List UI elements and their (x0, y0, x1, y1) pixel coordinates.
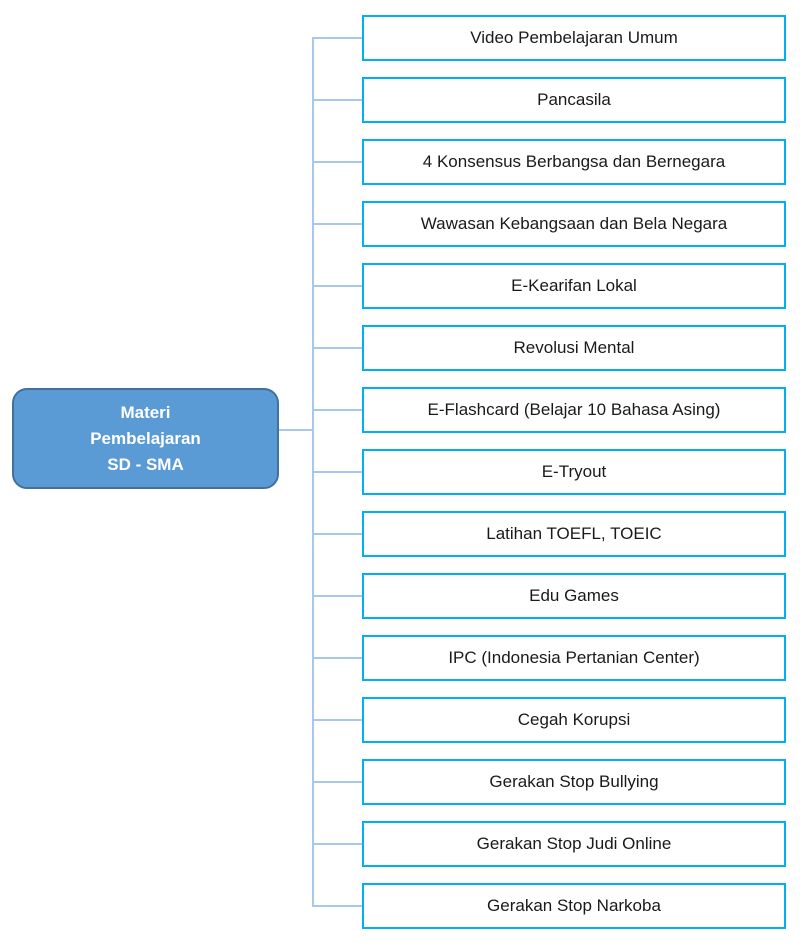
leaf-node: Latihan TOEFL, TOEIC (362, 511, 786, 557)
connector-branch (313, 781, 362, 783)
leaf-node-label: Pancasila (537, 90, 611, 109)
leaf-node-label: E-Flashcard (Belajar 10 Bahasa Asing) (427, 400, 721, 419)
leaf-node-label: Gerakan Stop Bullying (489, 772, 659, 791)
leaf-node: IPC (Indonesia Pertanian Center) (362, 635, 786, 681)
connector-branch (313, 409, 362, 411)
leaf-node: E-Kearifan Lokal (362, 263, 786, 309)
leaf-node-label: Gerakan Stop Judi Online (476, 834, 672, 853)
leaf-node-label: Cegah Korupsi (517, 710, 631, 729)
connector-branch (313, 657, 362, 659)
leaf-node-label: IPC (Indonesia Pertanian Center) (448, 648, 700, 667)
leaf-node: Gerakan Stop Bullying (362, 759, 786, 805)
root-node: Materi Pembelajaran SD - SMA (12, 388, 279, 489)
root-node-label-line3: SD - SMA (107, 454, 184, 474)
leaf-node: Cegah Korupsi (362, 697, 786, 743)
connector-branch (313, 533, 362, 535)
leaf-node-label: Wawasan Kebangsaan dan Bela Negara (420, 214, 728, 233)
connector-branch (313, 37, 362, 39)
root-node-label-line2: Pembelajaran (90, 428, 201, 448)
leaf-node: Video Pembelajaran Umum (362, 15, 786, 61)
connector-branch (313, 99, 362, 101)
connector-branch (313, 719, 362, 721)
connector-branch (313, 161, 362, 163)
leaf-node: Revolusi Mental (362, 325, 786, 371)
leaf-node: Pancasila (362, 77, 786, 123)
connector-branch (313, 595, 362, 597)
connector-branch (313, 347, 362, 349)
connector-branch (313, 223, 362, 225)
leaf-node-label: Video Pembelajaran Umum (470, 28, 678, 47)
leaf-node: E-Flashcard (Belajar 10 Bahasa Asing) (362, 387, 786, 433)
leaf-node: 4 Konsensus Berbangsa dan Bernegara (362, 139, 786, 185)
leaf-node-label: E-Kearifan Lokal (511, 276, 637, 295)
leaf-node: Edu Games (362, 573, 786, 619)
leaf-node: Gerakan Stop Narkoba (362, 883, 786, 929)
leaf-node: Gerakan Stop Judi Online (362, 821, 786, 867)
connector-branch (313, 905, 362, 907)
leaf-node-label: Gerakan Stop Narkoba (487, 896, 661, 915)
root-node-label-line1: Materi (120, 402, 171, 422)
leaf-node-label: E-Tryout (541, 462, 607, 481)
connector-branch (313, 843, 362, 845)
connector-branch (313, 285, 362, 287)
leaf-node: E-Tryout (362, 449, 786, 495)
leaf-node: Wawasan Kebangsaan dan Bela Negara (362, 201, 786, 247)
connector-root-to-trunk (277, 429, 313, 431)
leaf-node-label: Revolusi Mental (513, 338, 635, 357)
leaf-node-label: Edu Games (529, 586, 619, 605)
connector-branch (313, 471, 362, 473)
leaf-node-label: Latihan TOEFL, TOEIC (486, 524, 662, 543)
leaf-node-label: 4 Konsensus Berbangsa dan Bernegara (422, 152, 726, 171)
